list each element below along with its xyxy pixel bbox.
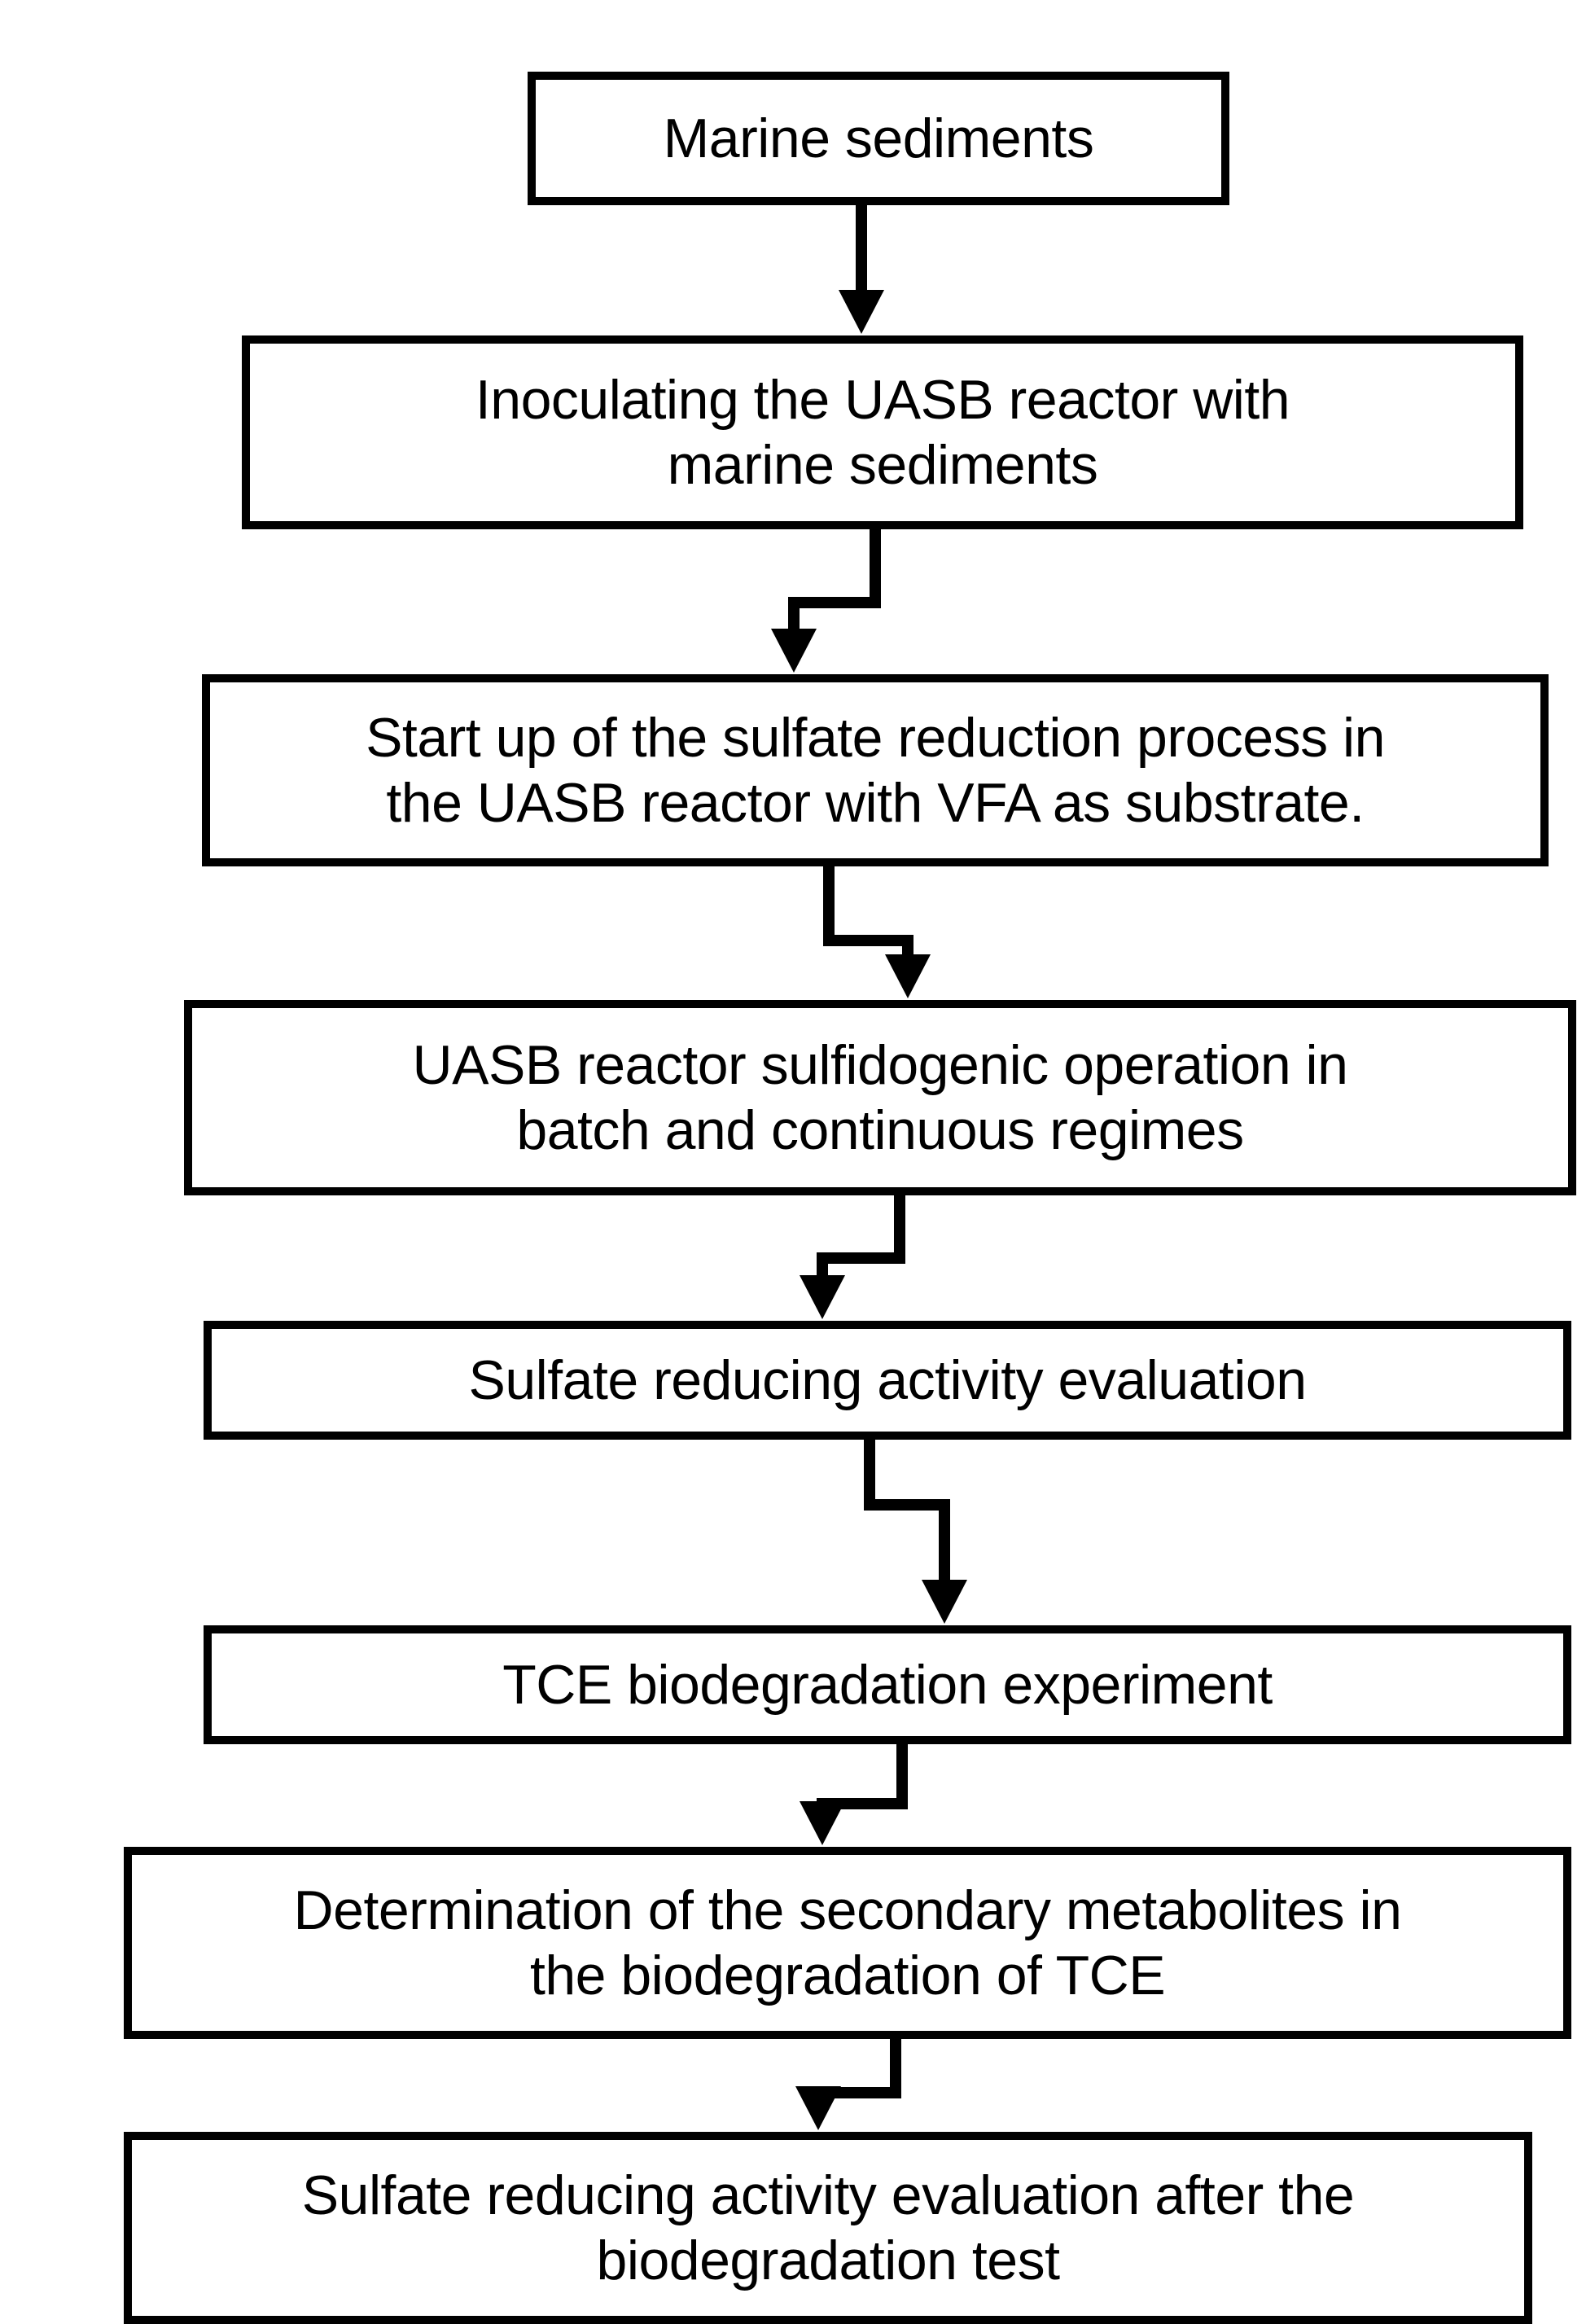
arrowhead-icon xyxy=(800,1801,845,1845)
node-uasb-sulfidogenic-operation: UASB reactor sulfidogenic operation in b… xyxy=(184,1000,1576,1195)
node-tce-biodegradation-experiment: TCE biodegradation experiment xyxy=(204,1625,1571,1744)
node-sulfate-reducing-activity-evaluation: Sulfate reducing activity evaluation xyxy=(204,1321,1571,1440)
connector-sulfidogenic-to-activity-evaluation xyxy=(777,1195,945,1319)
arrowhead-icon xyxy=(795,2086,841,2130)
determination-secondary-metabolites-label: Determination of the secondary metabolit… xyxy=(293,1879,1402,2006)
node-inoculating-uasb-reactor: Inoculating the UASB reactor with marine… xyxy=(242,335,1523,529)
start-up-sulfate-reduction-label: Start up of the sulfate reduction proces… xyxy=(366,706,1385,834)
connector-start-up-to-sulfidogenic xyxy=(783,866,953,998)
inoculating-uasb-reactor-label: Inoculating the UASB reactor with marine… xyxy=(475,368,1290,496)
tce-biodegradation-experiment-label: TCE biodegradation experiment xyxy=(502,1653,1273,1716)
connector-metabolites-to-activity-after-test xyxy=(773,2039,941,2130)
connector-inoculating-to-start-up xyxy=(748,529,921,673)
arrowhead-icon xyxy=(800,1275,845,1319)
node-sulfate-reducing-activity-after-test: Sulfate reducing activity evaluation aft… xyxy=(124,2132,1532,2324)
arrowhead-icon xyxy=(771,629,817,673)
node-marine-sediments: Marine sediments xyxy=(528,72,1229,205)
arrowhead-icon xyxy=(839,290,884,334)
connector-marine-sediments-to-inoculating xyxy=(816,205,907,334)
uasb-sulfidogenic-operation-label: UASB reactor sulfidogenic operation in b… xyxy=(412,1033,1349,1161)
node-determination-secondary-metabolites: Determination of the secondary metabolit… xyxy=(124,1847,1571,2039)
sulfate-reducing-activity-after-test-label: Sulfate reducing activity evaluation aft… xyxy=(301,2164,1355,2291)
arrowhead-icon xyxy=(885,954,931,998)
connector-tce-to-metabolites xyxy=(777,1744,948,1845)
sulfate-reducing-activity-evaluation-label: Sulfate reducing activity evaluation xyxy=(468,1348,1307,1411)
arrowhead-icon xyxy=(922,1580,967,1624)
connector-activity-evaluation-to-tce xyxy=(824,1440,990,1624)
marine-sediments-label: Marine sediments xyxy=(663,107,1094,169)
node-start-up-sulfate-reduction: Start up of the sulfate reduction proces… xyxy=(202,674,1549,866)
